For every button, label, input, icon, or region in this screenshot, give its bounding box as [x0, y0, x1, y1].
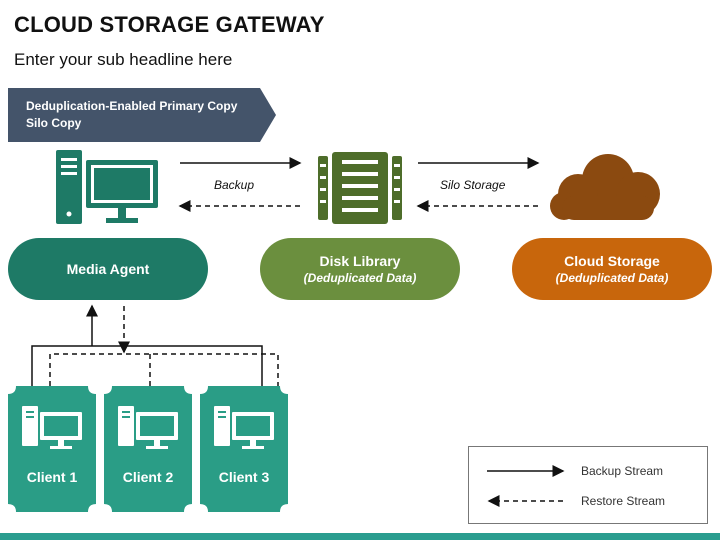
- cloud-storage-label: Cloud Storage: [564, 253, 660, 269]
- cloud-storage-node: Cloud Storage (Deduplicated Data): [512, 238, 712, 300]
- legend: Backup Stream Restore Stream: [468, 446, 708, 524]
- media-agent-label: Media Agent: [66, 261, 150, 277]
- computer-icon: [56, 150, 158, 224]
- client-3-label: Client 3: [218, 469, 270, 485]
- client-2-tile: [104, 386, 192, 512]
- page-title: CLOUD STORAGE GATEWAY: [14, 12, 325, 37]
- disk-library-label: Disk Library: [319, 253, 401, 269]
- client-computer-icon: [118, 406, 178, 449]
- client-3-tile: [200, 386, 288, 512]
- silo-storage-label: Silo Storage: [440, 178, 506, 192]
- legend-restore-label: Restore Stream: [581, 494, 666, 508]
- client-1-label: Client 1: [26, 469, 78, 485]
- page-subtitle: Enter your sub headline here: [14, 50, 233, 69]
- legend-lines: [487, 465, 565, 507]
- client-2-label: Client 2: [122, 469, 174, 485]
- bottom-accent-bar: [0, 533, 720, 540]
- client-computer-icon: [214, 406, 274, 449]
- banner-line-1: Deduplication-Enabled Primary Copy: [26, 99, 238, 113]
- banner-line-2: Silo Copy: [26, 116, 82, 130]
- disk-library-node: Disk Library (Deduplicated Data): [260, 238, 460, 300]
- server-icon: [318, 152, 402, 224]
- banner-text: Deduplication-Enabled Primary Copy Silo …: [26, 98, 237, 132]
- client-computer-icon: [22, 406, 82, 449]
- cloud-icon: [550, 154, 660, 220]
- disk-library-sublabel: (Deduplicated Data): [303, 271, 417, 285]
- legend-backup-label: Backup Stream: [581, 464, 664, 478]
- banner-arrow-shape: [8, 88, 276, 142]
- cloud-storage-sublabel: (Deduplicated Data): [555, 271, 669, 285]
- client-1-tile: [8, 386, 96, 512]
- backup-bus-line: [31, 345, 263, 386]
- media-agent-node: Media Agent: [8, 238, 208, 300]
- backup-label: Backup: [214, 178, 255, 192]
- restore-bus-line: [49, 353, 279, 386]
